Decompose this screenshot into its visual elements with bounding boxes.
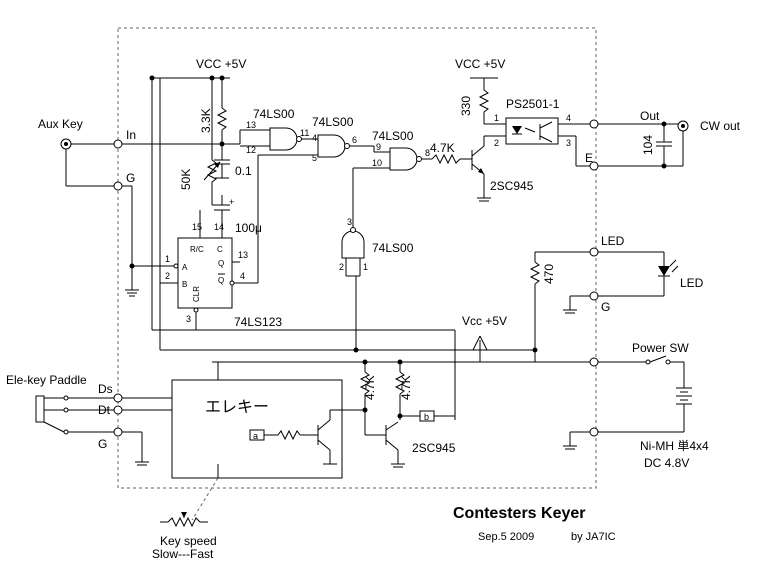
svg-text:C: C: [217, 245, 223, 254]
battery-dc-label: DC 4.8V: [644, 456, 689, 470]
svg-text:2: 2: [339, 262, 344, 272]
paddle-label: Ele-key Paddle: [6, 373, 87, 387]
out-label: Out: [640, 109, 660, 123]
g-label-led: G: [601, 300, 610, 314]
e-label: E: [585, 151, 593, 165]
opto-label: PS2501-1: [506, 97, 560, 111]
key-speed-label: Key speed: [160, 534, 217, 548]
svg-text:14: 14: [214, 222, 224, 232]
svg-text:4: 4: [240, 271, 245, 281]
svg-text:15: 15: [192, 222, 202, 232]
vcc-label-1: VCC +5V: [196, 57, 246, 71]
g-label-aux: G: [126, 171, 135, 185]
author-label: by JA7IC: [571, 531, 616, 543]
node-b: b: [424, 412, 429, 422]
title: Contesters Keyer: [453, 505, 586, 522]
cap-100u-label: 100μ: [235, 221, 262, 235]
node-a: a: [253, 431, 258, 441]
vcc-mid-label: Vcc +5V: [462, 314, 507, 328]
svg-text:1: 1: [494, 113, 499, 123]
cw-out-label: CW out: [700, 119, 741, 133]
ic-74ls123-label: 74LS123: [234, 315, 282, 329]
elekey-module: [171, 379, 343, 479]
r-3k3-label: 3.3K: [199, 108, 213, 133]
dt-label: Dt: [98, 403, 111, 417]
svg-text:1: 1: [165, 254, 170, 264]
svg-text:5: 5: [312, 153, 317, 163]
svg-text:CLR: CLR: [192, 286, 201, 302]
svg-text:12: 12: [246, 145, 256, 155]
in-label: In: [126, 128, 136, 142]
led-label: LED: [680, 276, 704, 290]
svg-text:2: 2: [165, 271, 170, 281]
svg-text:2: 2: [494, 138, 499, 148]
svg-text:3: 3: [186, 314, 191, 324]
aux-key-label: Aux Key: [38, 117, 83, 131]
svg-text:8: 8: [425, 148, 430, 158]
svg-text:R/C: R/C: [190, 245, 204, 254]
terminal-out: [589, 119, 599, 129]
terminal-g-aux: [113, 181, 123, 191]
svg-text:4: 4: [312, 133, 317, 143]
cap-0p1-label: 0.1: [235, 164, 252, 178]
svg-text:3: 3: [566, 138, 571, 148]
svg-text:6: 6: [352, 135, 357, 145]
svg-text:4: 4: [566, 113, 571, 123]
svg-text:3: 3: [347, 217, 352, 227]
svg-text:13: 13: [238, 250, 248, 260]
r-4k7-b-label: 4.7K: [399, 375, 413, 400]
transistor-bottom-label: 2SC945: [412, 441, 456, 455]
elekey-label: エレキー: [205, 399, 269, 416]
svg-text:9: 9: [376, 142, 381, 152]
ic-74ls123: [177, 237, 233, 309]
gate4-label: 74LS00: [372, 241, 414, 255]
terminal-in: [113, 139, 123, 149]
gate2-label: 74LS00: [312, 115, 354, 129]
gate1-label: 74LS00: [253, 107, 295, 121]
svg-text:1: 1: [363, 262, 368, 272]
transistor-top-label: 2SC945: [490, 179, 534, 193]
cap-104-label: 104: [641, 135, 655, 155]
svg-text:13: 13: [246, 120, 256, 130]
enclosure-outline: [117, 27, 597, 489]
battery-label: Ni-MH 単4x4: [640, 439, 709, 453]
svg-text:A: A: [182, 263, 188, 272]
svg-text:+: +: [229, 197, 234, 207]
r-50k-label: 50K: [179, 169, 193, 190]
svg-text:Q: Q: [218, 276, 224, 285]
svg-text:11: 11: [300, 128, 309, 138]
svg-text:10: 10: [372, 158, 382, 168]
vcc-label-2: VCC +5V: [455, 57, 505, 71]
ds-label: Ds: [98, 382, 113, 396]
speed-range-label: Slow---Fast: [152, 547, 214, 561]
gate3-label: 74LS00: [372, 129, 414, 143]
date-label: Sep.5 2009: [478, 531, 534, 543]
r-330-label: 330: [459, 96, 473, 116]
svg-text:B: B: [182, 280, 187, 289]
svg-text:Q: Q: [218, 259, 224, 268]
r-4k7-base-label: 4.7K: [430, 141, 455, 155]
led-terminal-label: LED: [601, 234, 625, 248]
power-sw-label: Power SW: [632, 341, 689, 355]
r-4k7-a-label: 4.7K: [363, 375, 377, 400]
g-label-paddle: G: [98, 437, 107, 451]
r-470-label: 470: [542, 264, 556, 284]
